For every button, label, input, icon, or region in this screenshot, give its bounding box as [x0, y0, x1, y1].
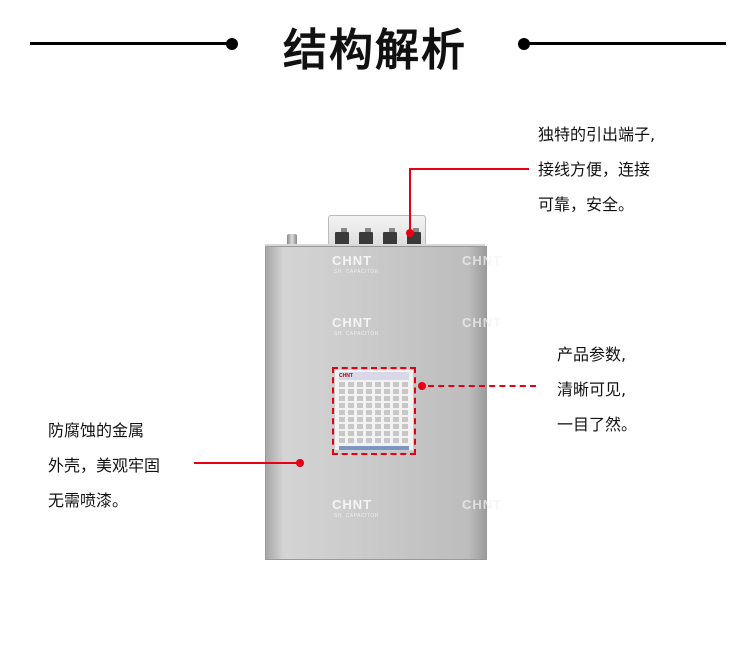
brand-logo: CHNT	[332, 497, 373, 512]
brand-logo: CHNT	[332, 315, 373, 330]
params-marker	[418, 382, 426, 390]
brand-logo: CHNT	[462, 253, 503, 268]
nameplate-brand: CHNT	[339, 373, 353, 379]
shell-leader	[194, 462, 299, 464]
brand-subtitle: SH. CAPACITOR	[334, 513, 379, 519]
terminal-leader-vertical	[409, 168, 411, 232]
nameplate: CHNT	[334, 369, 414, 451]
ground-bolt	[287, 234, 297, 250]
callout-line: 防腐蚀的金属	[48, 421, 145, 440]
nameplate-highlight	[332, 367, 416, 455]
brand-subtitle: SH. CAPACITOR	[334, 331, 379, 337]
callout-line: 外壳，美观牢固	[48, 456, 161, 475]
callout-params: 产品参数, 清晰可见, 一目了然。	[557, 337, 637, 442]
callout-line: 可靠，安全。	[538, 195, 635, 214]
header-line-left	[30, 42, 230, 45]
brand-logo: CHNT	[462, 315, 503, 330]
callout-line: 无需喷漆。	[48, 491, 129, 510]
callout-line: 产品参数,	[557, 345, 627, 364]
callout-shell: 防腐蚀的金属 外壳，美观牢固 无需喷漆。	[48, 413, 160, 518]
terminal-marker	[406, 229, 414, 237]
header-line-right	[524, 42, 726, 45]
terminal-leader-horizontal	[409, 168, 529, 170]
params-leader	[428, 385, 536, 387]
callout-line: 接线方便，连接	[538, 160, 651, 179]
callout-terminal: 独特的引出端子, 接线方便，连接 可靠，安全。	[538, 117, 655, 222]
callout-line: 一目了然。	[557, 415, 638, 434]
header-dot-left	[226, 38, 238, 50]
brand-logo: CHNT	[332, 253, 373, 268]
callout-line: 清晰可见,	[557, 380, 627, 399]
brand-logo: CHNT	[462, 497, 503, 512]
shell-marker	[296, 459, 304, 467]
callout-line: 独特的引出端子,	[538, 125, 656, 144]
page-title: 结构解析	[283, 25, 467, 76]
brand-subtitle: SH. CAPACITOR	[334, 269, 379, 275]
